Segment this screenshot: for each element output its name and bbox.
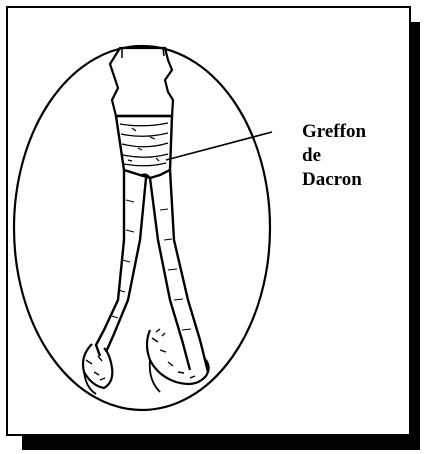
- aorta-stub: [110, 48, 173, 116]
- graft-left-limb: [96, 170, 124, 356]
- graft-label: Greffon de Dacron: [302, 120, 366, 192]
- graft-texture: [120, 123, 168, 166]
- graft-label-line-2: de: [302, 144, 366, 168]
- graft-label-line-3: Dacron: [302, 168, 366, 192]
- graft-label-line-1: Greffon: [302, 120, 366, 144]
